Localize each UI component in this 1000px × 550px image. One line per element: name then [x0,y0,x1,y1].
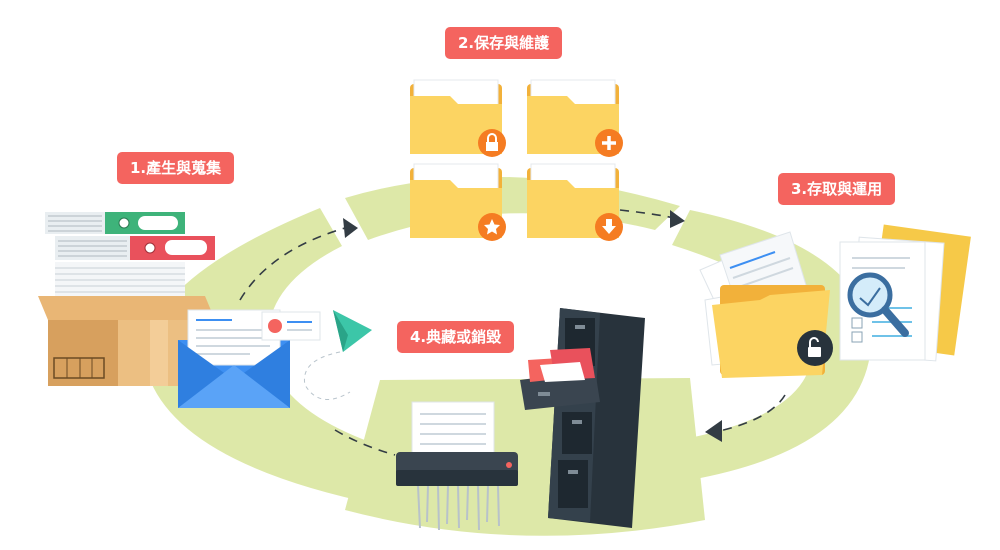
stage-3-illustration [699,224,971,378]
arrowhead-1 [343,218,358,238]
cycle-arrows [239,209,786,456]
contact-card [261,311,321,341]
ring-segment-top [345,176,680,240]
stage-1-label: 1.產生與蒐集 [117,152,235,184]
ring-segment-left [146,208,410,505]
filing-cabinet [520,308,645,528]
binder-green [45,212,185,234]
paper-plane [303,310,372,400]
folder-lock [410,79,506,157]
stage-3-label: 3.存取與運用 [778,173,896,205]
arrow-4-to-1 [334,429,396,456]
magnifier-icon [847,272,909,337]
stage-2-label: 2.保存與維護 [445,27,563,59]
arrowhead-3 [705,420,722,442]
folder-plus [527,79,623,157]
unlock-icon [808,337,821,357]
arrow-1-to-2 [239,227,346,301]
arrowhead-2 [670,210,685,228]
folder-download [527,163,623,241]
lock-icon [486,142,498,151]
paper-stack [55,262,185,298]
download-icon [602,219,616,234]
star-icon [484,219,500,235]
document-stack-search [839,224,971,362]
arrow-2-to-3 [619,209,683,221]
ring-segment-right [672,210,871,480]
binder-red [55,236,215,260]
open-drawer [520,348,600,410]
paper-shredder [396,401,518,531]
stage-2-illustration [410,79,623,241]
mail-envelope [178,309,290,408]
stage-4-label: 4.典藏或銷毀 [397,321,515,353]
stage-1-illustration [38,212,372,408]
folder-star [410,163,506,241]
stage-4-illustration [396,308,645,531]
open-folder [712,285,833,378]
plus-icon [602,136,616,150]
arrow-3-to-4 [714,394,786,433]
